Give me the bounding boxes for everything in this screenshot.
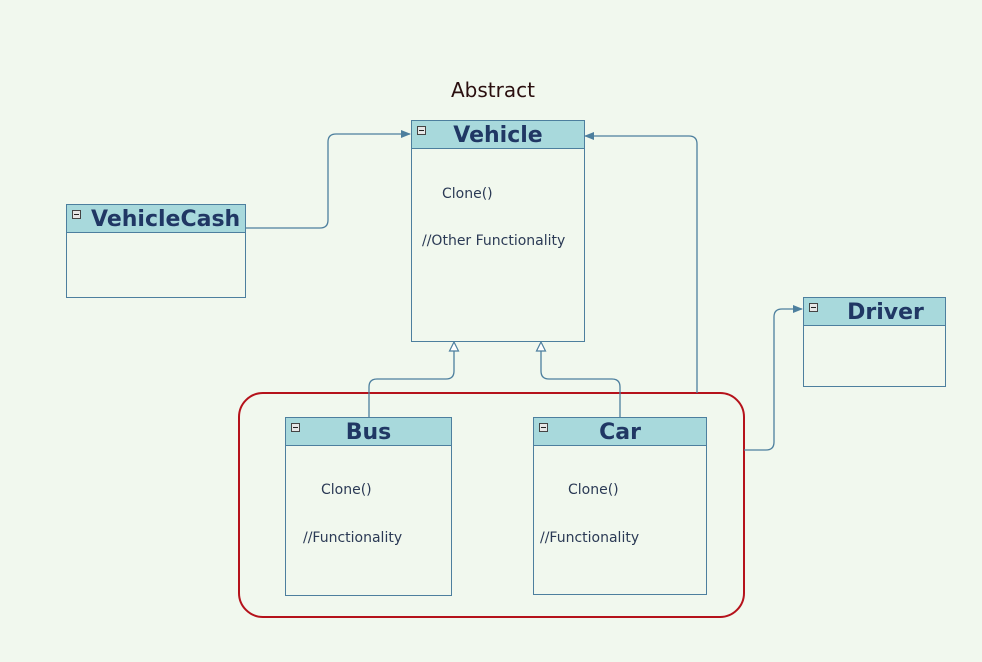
inheritance-arrowhead-car [535,340,547,352]
class-header [534,418,706,446]
connector-group-driver [744,305,803,451]
connector-vehiclecash-vehicle [245,130,411,229]
class-name: Vehicle [453,123,543,148]
collapse-minus-icon[interactable] [72,210,81,219]
inheritance-arrowhead-bus [448,340,460,352]
class-header [804,298,945,326]
group-outline [238,392,745,618]
collapse-minus-icon[interactable] [809,303,818,312]
class-bus[interactable]: Bus Clone() //Functionality [285,417,452,596]
class-vehiclecash[interactable]: VehicleCash [66,204,246,298]
class-header [412,121,584,149]
member-comment: //Functionality [303,530,403,546]
member-comment: //Functionality [540,530,640,546]
member-method: Clone() [442,186,493,202]
member-comment: //Other Functionality [422,233,566,249]
class-header [67,205,245,233]
inheritance-car-vehicle [540,351,621,417]
stereotype-label: Abstract [451,78,535,102]
collapse-minus-icon[interactable] [291,423,300,432]
member-method: Clone() [321,482,372,498]
collapse-minus-icon[interactable] [539,423,548,432]
inheritance-bus-vehicle [368,351,455,417]
class-name: Driver [847,300,924,325]
class-car[interactable]: Car Clone() //Functionality [533,417,707,595]
class-name: VehicleCash [91,207,241,232]
collapse-minus-icon[interactable] [417,126,426,135]
class-name: Car [599,420,641,445]
class-name: Bus [345,420,392,445]
class-vehicle[interactable]: Vehicle Clone() //Other Functionality [411,120,585,342]
connector-group-vehicle [584,132,698,393]
class-header [286,418,451,446]
class-driver[interactable]: Driver [803,297,946,387]
member-method: Clone() [568,482,619,498]
